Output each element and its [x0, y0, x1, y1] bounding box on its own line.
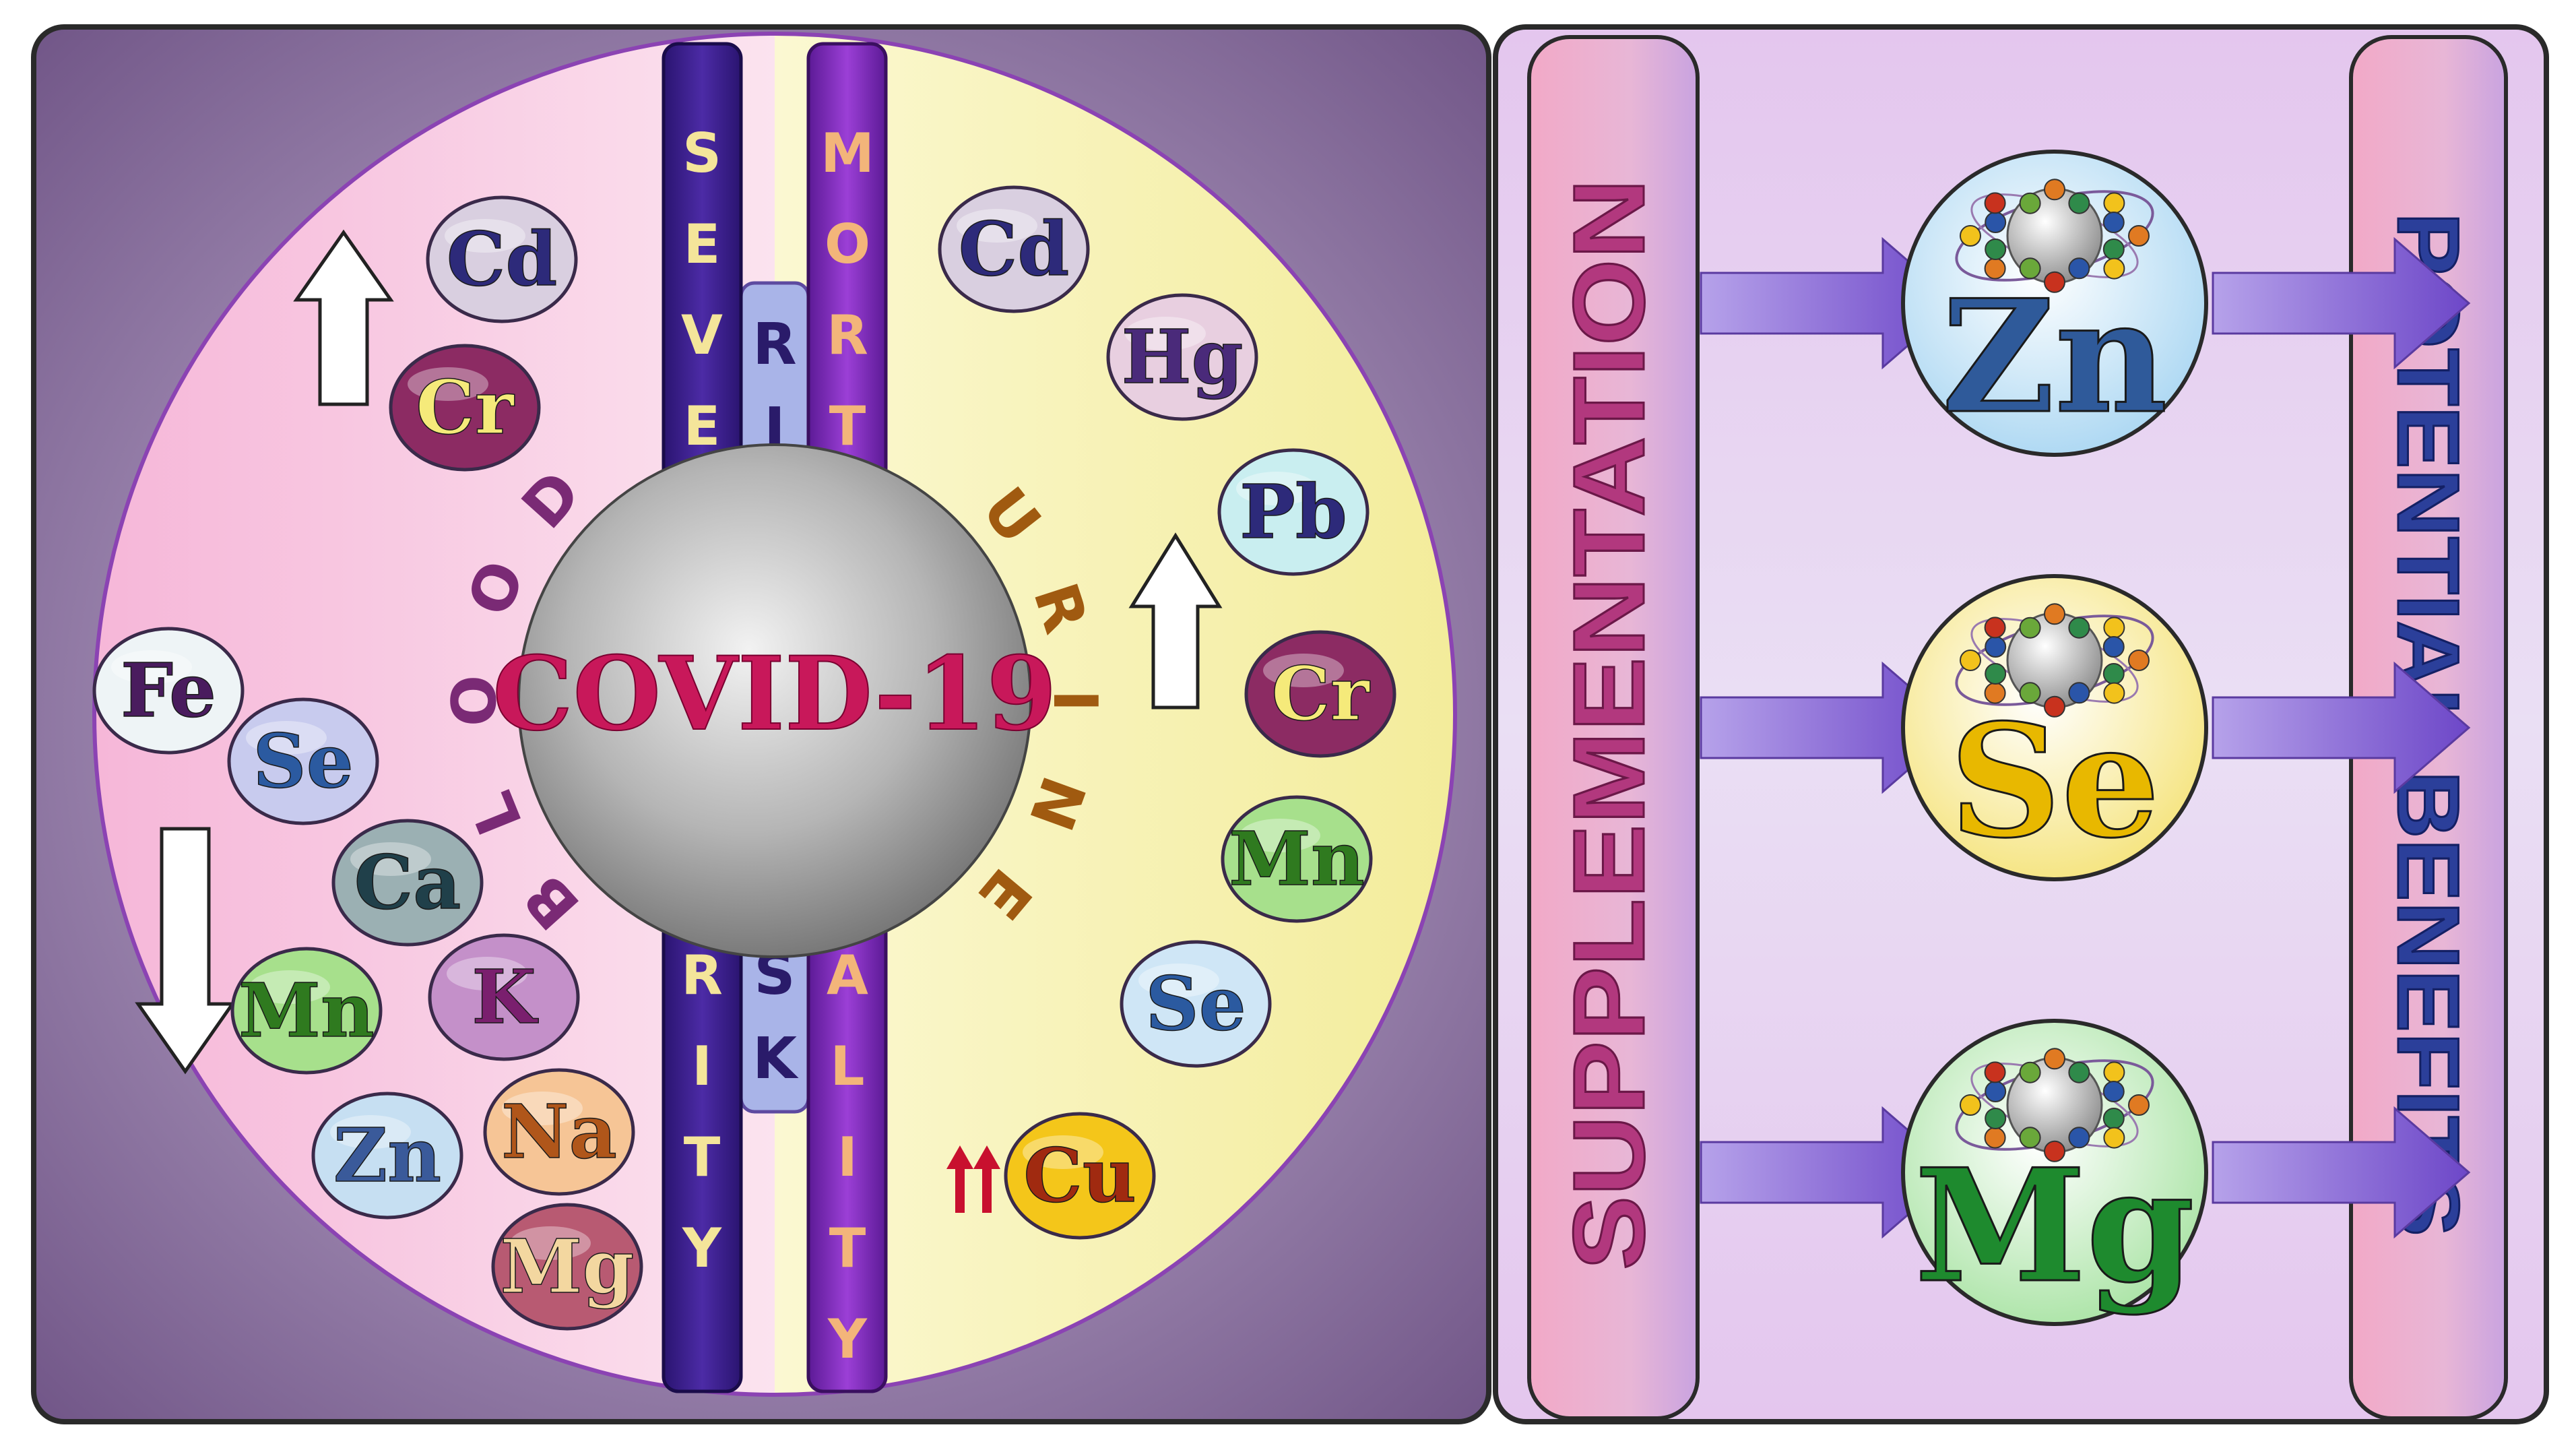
right-arrow-icon [2212, 1106, 2471, 1239]
urine-element-mn: Mn [1221, 795, 1373, 923]
blood-element-fe: Fe [92, 627, 245, 755]
right-arrow-icon [2212, 237, 2471, 370]
element-symbol: Pb [1239, 468, 1347, 555]
pillar-letter: R [827, 304, 868, 367]
urine-element-pb: Pb [1217, 448, 1370, 576]
element-symbol: Cd [959, 206, 1069, 292]
element-symbol: K [472, 953, 538, 1040]
molecule-icon [1955, 603, 2154, 718]
blood-element-mg: Mg [491, 1203, 643, 1331]
up-arrow-icon [1128, 532, 1223, 710]
pillar-letter: E [684, 213, 721, 276]
element-symbol: Fe [121, 647, 216, 734]
covid-label: COVID-19 [492, 635, 1057, 753]
supplement-mg: Mg [1700, 1019, 2471, 1326]
supplementation-banner [1527, 35, 1700, 1420]
element-symbol: Zn [333, 1112, 441, 1199]
pillar-letter: T [829, 395, 866, 458]
supplement-se: Se [1700, 574, 2471, 881]
blood-element-cd: Cd [426, 195, 578, 323]
blood-element-se: Se [227, 697, 379, 825]
pillar-letter: A [827, 944, 868, 1007]
urine-element-cu: Cu [1004, 1112, 1156, 1240]
molecule-icon [1955, 1048, 2154, 1162]
blood-element-na: Na [483, 1068, 635, 1196]
risk-label-top: RI [752, 311, 796, 462]
supplement-symbol: Se [1950, 691, 2160, 873]
element-symbol: Ca [354, 839, 461, 926]
double-up-arrow-icon [946, 1145, 1000, 1213]
pillar-letter: Y [682, 1217, 722, 1280]
up-arrow-icon [293, 229, 394, 406]
element-symbol: Se [253, 718, 353, 805]
pillar-letter: R [681, 944, 723, 1007]
pillar-letter: S [682, 122, 721, 185]
right-arrow-icon [2212, 661, 2471, 794]
pillar-letter: I [837, 1126, 858, 1189]
element-symbol: Cu [1023, 1132, 1136, 1219]
element-symbol: Mn [1229, 815, 1365, 902]
element-symbol: Mn [238, 967, 375, 1054]
molecule-icon [1955, 179, 2154, 293]
element-symbol: Mg [501, 1223, 635, 1310]
pillar-letter: I [692, 1035, 712, 1098]
element-symbol: Cr [416, 364, 515, 451]
risk-label-bottom: SK [752, 941, 799, 1092]
pillar-letter: R [752, 311, 796, 378]
blood-element-mn: Mn [230, 947, 383, 1075]
supplement-zn: Zn [1700, 150, 2471, 457]
pillar-letter: E [684, 395, 721, 458]
blood-element-zn: Zn [311, 1092, 463, 1220]
blood-element-k: K [428, 933, 580, 1061]
arc-letter: I [1039, 689, 1110, 712]
pillar-letter: L [831, 1035, 865, 1098]
down-arrow-icon [135, 827, 236, 1075]
element-symbol: Na [501, 1088, 617, 1175]
pillar-letter: M [820, 122, 874, 185]
element-symbol: Cr [1271, 650, 1371, 737]
urine-element-se: Se [1120, 940, 1272, 1068]
covid-sphere [517, 443, 1032, 958]
urine-element-cr: Cr [1244, 630, 1396, 758]
supplement-symbol: Zn [1941, 266, 2167, 448]
blood-element-cr: Cr [389, 344, 541, 472]
element-symbol: Hg [1122, 313, 1244, 400]
pillar-letter: K [752, 1026, 799, 1092]
pillar-letter: T [684, 1126, 721, 1189]
element-symbol: Cd [447, 216, 557, 303]
pillar-letter: V [681, 304, 723, 367]
element-symbol: Se [1145, 960, 1246, 1047]
urine-element-cd: Cd [938, 185, 1090, 313]
pillar-letter: T [829, 1217, 866, 1280]
sample-circle [92, 32, 1457, 1397]
supplement-symbol: Mg [1914, 1135, 2194, 1317]
blood-element-ca: Ca [331, 819, 484, 947]
supplementation-label: SUPPLEMENTATION [1552, 179, 1665, 1270]
urine-element-hg: Hg [1106, 293, 1258, 421]
arc-letter: O [439, 675, 510, 727]
pillar-letter: Y [827, 1308, 868, 1370]
pillar-letter: O [825, 213, 870, 276]
